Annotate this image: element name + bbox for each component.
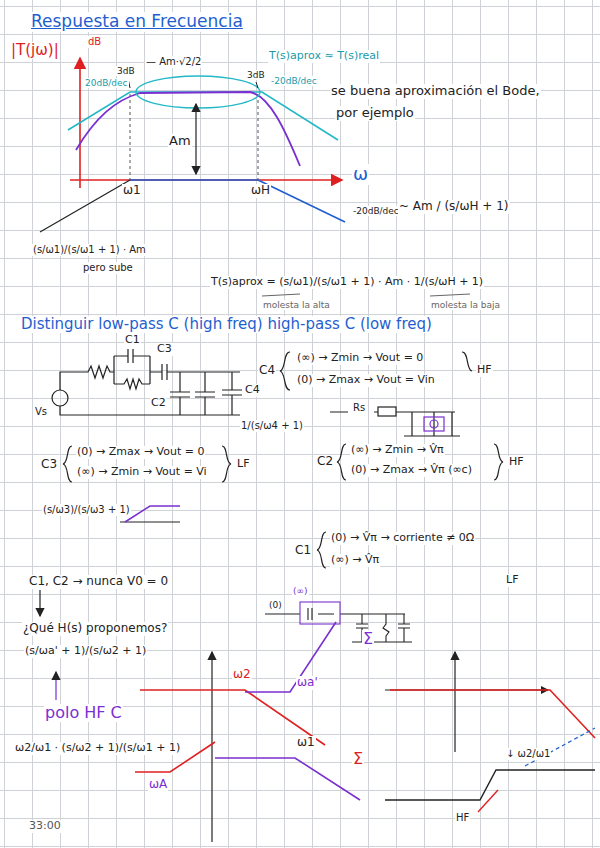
note-label: ω1 bbox=[296, 736, 316, 750]
note-label: -20dB/dec bbox=[352, 206, 400, 216]
note-label: (s/ωa' + 1)/(s/ω2 + 1) bbox=[24, 645, 147, 658]
note-label: LF bbox=[236, 458, 250, 471]
note-label: (∞) → Zmin → Vout = Vi bbox=[76, 466, 208, 479]
note-label: C4 bbox=[244, 384, 261, 397]
note-label: (0) bbox=[268, 600, 283, 610]
note-label: 1/(s/ω4 + 1) bbox=[240, 420, 304, 432]
note-label: ω2/ω1 · (s/ω2 + 1)/(s/ω1 + 1) bbox=[14, 742, 181, 755]
note-label: (∞) → V̂π bbox=[330, 554, 380, 567]
note-label: (s/ω3)/(s/ω3 + 1) bbox=[42, 504, 131, 516]
note-label: ωA bbox=[148, 778, 168, 792]
note-label: (0) → Zmax → V̂π (∞c) bbox=[350, 464, 473, 477]
note-label: (∞) → Zmin → Vout = 0 bbox=[296, 352, 424, 365]
note-label: HF bbox=[476, 364, 493, 377]
note-label: Distinguir low-pass C (high freq) high-p… bbox=[20, 316, 433, 333]
note-label: HF bbox=[455, 812, 470, 824]
amplifier-circuit bbox=[52, 349, 472, 436]
braces bbox=[40, 444, 503, 700]
note-label: ω1 bbox=[122, 184, 142, 198]
note-label: C2 bbox=[316, 455, 334, 469]
note-label: T(s)aprox = (s/ω1)/(s/ω1 + 1) · Am · 1/(… bbox=[210, 276, 484, 289]
note-label: ~ Am / (s/ωH + 1) bbox=[398, 200, 510, 214]
note-label: C3 bbox=[40, 458, 58, 472]
note-label: se buena aproximación el Bode, bbox=[330, 84, 541, 99]
note-label: Vs bbox=[34, 406, 48, 418]
note-label: molesta la baja bbox=[430, 300, 501, 310]
note-label: dB bbox=[87, 36, 102, 48]
bode-sketch bbox=[135, 622, 360, 842]
note-label: (∞) → Zmin → V̂π bbox=[350, 444, 445, 457]
note-label: (∞) bbox=[292, 586, 309, 596]
note-label: -20dB/dec bbox=[270, 76, 318, 86]
note-label: 33:00 bbox=[28, 820, 62, 833]
note-label: C4 bbox=[258, 364, 276, 378]
note-label: Σ bbox=[352, 750, 364, 768]
note-label: ↓ ω2/ω1 bbox=[505, 748, 551, 760]
note-label: (0) → V̂π → corriente ≠ 0Ω bbox=[330, 532, 475, 545]
note-label: 20dB/dec bbox=[84, 78, 129, 88]
note-label: polo HF C bbox=[44, 704, 123, 722]
note-label: T(s)aprox ≈ T(s)real bbox=[268, 50, 380, 63]
note-label: ¿Qué H(s) proponemos? bbox=[22, 622, 168, 636]
note-label: — Am·√2/2 bbox=[145, 56, 202, 68]
note-label: Σ bbox=[362, 630, 374, 648]
note-label: molesta la alta bbox=[262, 300, 331, 310]
note-label: Rs bbox=[352, 402, 366, 414]
note-label: pero sube bbox=[82, 262, 134, 274]
note-label: ω2 bbox=[232, 668, 252, 682]
note-label: LF bbox=[505, 574, 519, 587]
note-label: C1 bbox=[294, 544, 312, 558]
note-label: C3 bbox=[156, 343, 173, 356]
note-label: C1, C2 → nunca V0 = 0 bbox=[28, 575, 169, 589]
small-circuit bbox=[265, 602, 412, 642]
page-title: Respuesta en Frecuencia bbox=[30, 12, 244, 32]
bode-sketch bbox=[385, 652, 595, 812]
note-label: (0) → Zmax → Vout = 0 bbox=[76, 446, 205, 459]
note-label: C1 bbox=[124, 334, 141, 347]
note-label: Am bbox=[168, 134, 192, 149]
note-label: (s/ω1)/(s/ω1 + 1) · Am bbox=[32, 244, 147, 256]
note-label: |T(jω)| bbox=[10, 42, 60, 59]
note-label: por ejemplo bbox=[335, 106, 415, 121]
note-label: (0) → Zmax → Vout = Vin bbox=[296, 374, 436, 387]
note-label: C2 bbox=[150, 397, 167, 410]
note-label: 3dB bbox=[116, 66, 136, 76]
note-label: ωH bbox=[250, 184, 271, 198]
note-label: HF bbox=[508, 456, 525, 469]
note-label: ωa' bbox=[296, 676, 319, 690]
note-label: 3dB bbox=[246, 70, 266, 80]
note-label: ω bbox=[352, 164, 369, 185]
